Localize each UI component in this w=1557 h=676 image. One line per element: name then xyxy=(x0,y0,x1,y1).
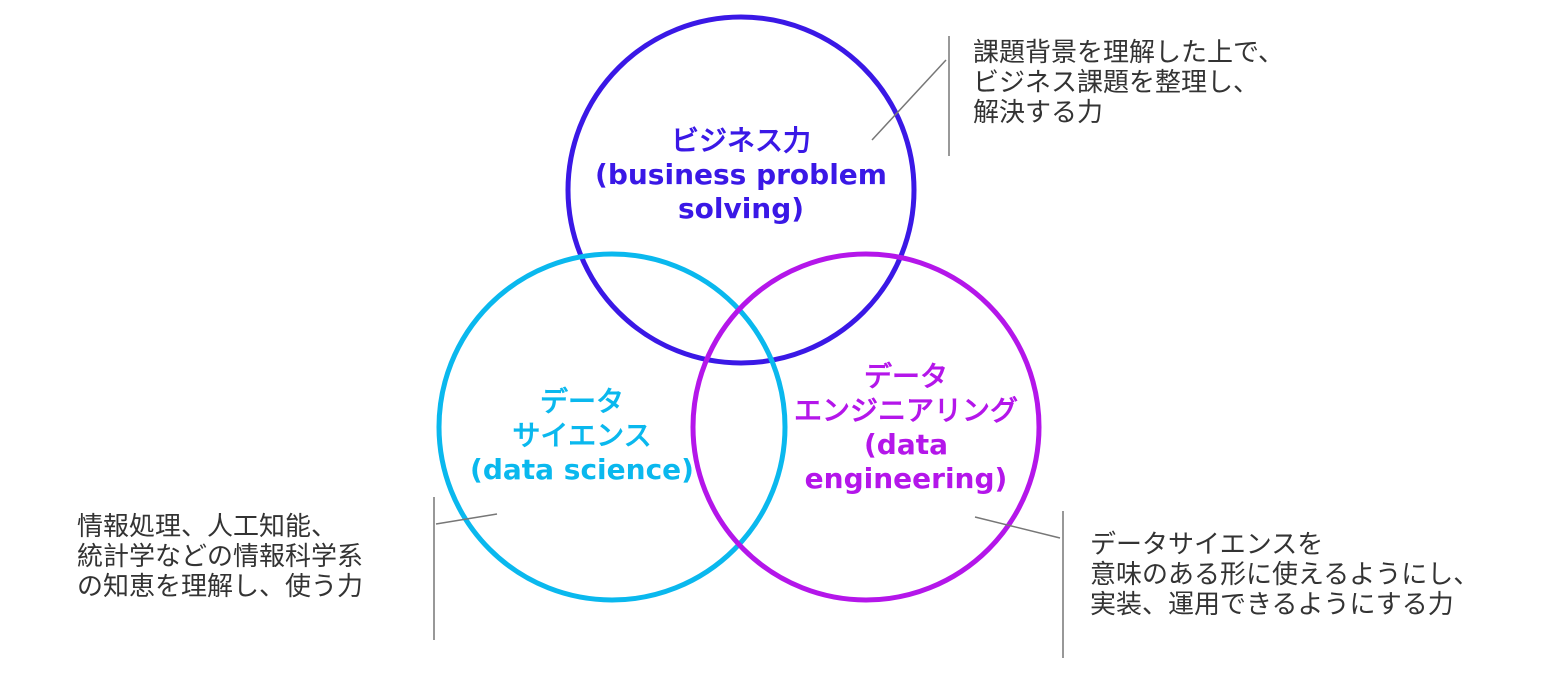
label-science-line: データ xyxy=(539,385,624,418)
label-science-line: (data science) xyxy=(470,453,694,486)
label-data-science: データ サイエンス (data science) xyxy=(432,385,732,487)
label-business-line: ビジネス力 xyxy=(670,124,811,157)
desc-engineering-line: 実装、運用できるようにする力 xyxy=(1090,590,1454,620)
circle-data-science xyxy=(436,251,788,603)
label-science-line: サイエンス xyxy=(512,419,652,452)
label-business-line: solving) xyxy=(677,192,805,225)
desc-science-line: 統計学などの情報科学系 xyxy=(77,542,364,572)
circle-data-engineering xyxy=(690,251,1042,603)
desc-data-science: 情報処理、人工知能、 統計学などの情報科学系 の知恵を理解し、使う力 xyxy=(77,512,363,602)
label-engineering-line: データ xyxy=(863,360,948,393)
desc-science-line: 情報処理、人工知能、 xyxy=(77,512,338,542)
desc-business-line: ビジネス課題を整理し、 xyxy=(973,68,1260,98)
desc-engineering-line: データサイエンスを xyxy=(1090,530,1324,560)
connector-science-diagonal xyxy=(435,513,498,525)
desc-data-engineering: データサイエンスを 意味のある形に使えるようにし、 実装、運用できるようにする力 xyxy=(1090,530,1479,620)
label-data-engineering: データ エンジニアリング (data engineering) xyxy=(756,360,1056,496)
label-business: ビジネス力 (business problem solving) xyxy=(561,124,921,226)
desc-engineering-line: 意味のある形に使えるようにし、 xyxy=(1090,560,1480,590)
desc-business: 課題背景を理解した上で、 ビジネス課題を整理し、 解決する力 xyxy=(973,38,1284,128)
label-engineering-line: engineering) xyxy=(804,462,1008,495)
label-business-line: (business problem xyxy=(595,158,887,191)
desc-business-line: 解決する力 xyxy=(973,98,1104,128)
circle-business xyxy=(565,14,917,366)
connector-engineering-diagonal xyxy=(974,516,1061,539)
connector-business-diagonal xyxy=(871,59,947,141)
desc-science-line: の知恵を理解し、使う力 xyxy=(77,572,364,602)
label-engineering-line: (data xyxy=(863,428,948,461)
desc-business-line: 課題背景を理解した上で、 xyxy=(973,38,1284,68)
label-engineering-line: エンジニアリング xyxy=(793,394,1018,427)
